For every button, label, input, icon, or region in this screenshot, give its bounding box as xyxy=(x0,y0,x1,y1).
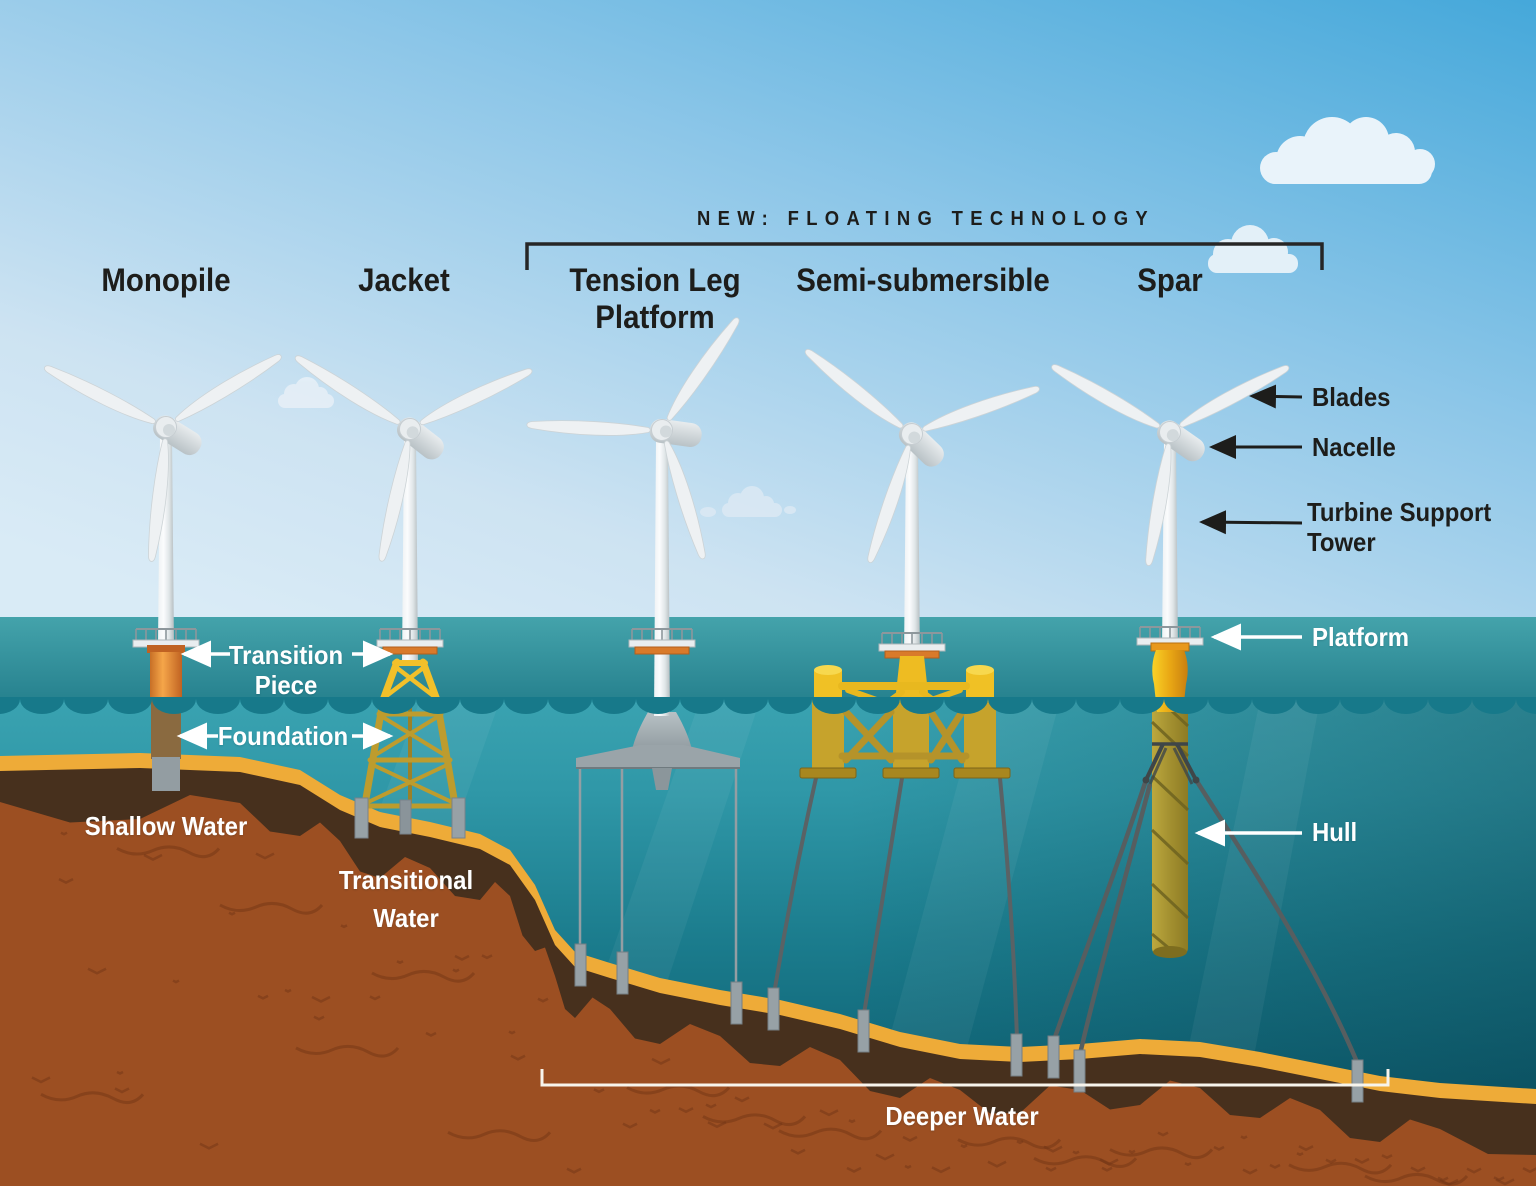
label-transition-piece: Transition Piece xyxy=(228,640,344,700)
tlp-hull-and-tendons xyxy=(574,712,743,1025)
spar-submerged xyxy=(1047,698,1364,1103)
foundation-title-monopile: Monopile xyxy=(101,262,231,298)
label-shallow-water: Shallow Water xyxy=(84,811,248,841)
label-turbine-support-tower: Turbine Support Tower xyxy=(1307,497,1492,557)
sky xyxy=(0,0,1536,618)
label-deeper-water: Deeper Water xyxy=(885,1101,1039,1131)
seabed-soil xyxy=(0,795,1536,1186)
foundation-title-spar: Spar xyxy=(1137,262,1203,298)
arrow-turbine-support-tower xyxy=(1199,510,1303,535)
label-nacelle: Nacelle xyxy=(1312,432,1396,462)
label-foundation: Foundation xyxy=(217,721,349,751)
floating-technology-bracket xyxy=(525,242,1324,270)
arrow-blades xyxy=(1249,384,1303,409)
cloud-tiny-center xyxy=(700,486,796,517)
annotation-arrows xyxy=(176,384,1303,847)
cloud-tiny-left xyxy=(278,377,334,408)
label-platform: Platform xyxy=(1312,622,1410,652)
floating-technology-banner: NEW: FLOATING TECHNOLOGY xyxy=(696,208,1156,230)
foundation-title-tension-leg-platform: Tension Leg Platform xyxy=(569,262,741,335)
turbine-semisub xyxy=(762,332,1044,705)
foundation-title-jacket: Jacket xyxy=(358,262,450,298)
turbine-spar xyxy=(1038,348,1292,712)
seabed-texture xyxy=(31,831,1536,1186)
turbine-tlp xyxy=(516,311,825,716)
turbine-monopile xyxy=(41,349,284,698)
wave-crest-band xyxy=(0,697,1536,714)
label-hull: Hull xyxy=(1312,817,1358,847)
sea-surface-band xyxy=(0,617,1536,699)
turbine-jacket xyxy=(272,338,536,704)
label-blades: Blades xyxy=(1312,382,1391,412)
label-transitional-water: Transitional Water xyxy=(338,865,474,933)
cloud-large xyxy=(1260,117,1435,184)
foundation-title-semi-submersible: Semi-submersible xyxy=(796,262,1050,298)
deeper-water-bracket xyxy=(540,1069,1390,1087)
